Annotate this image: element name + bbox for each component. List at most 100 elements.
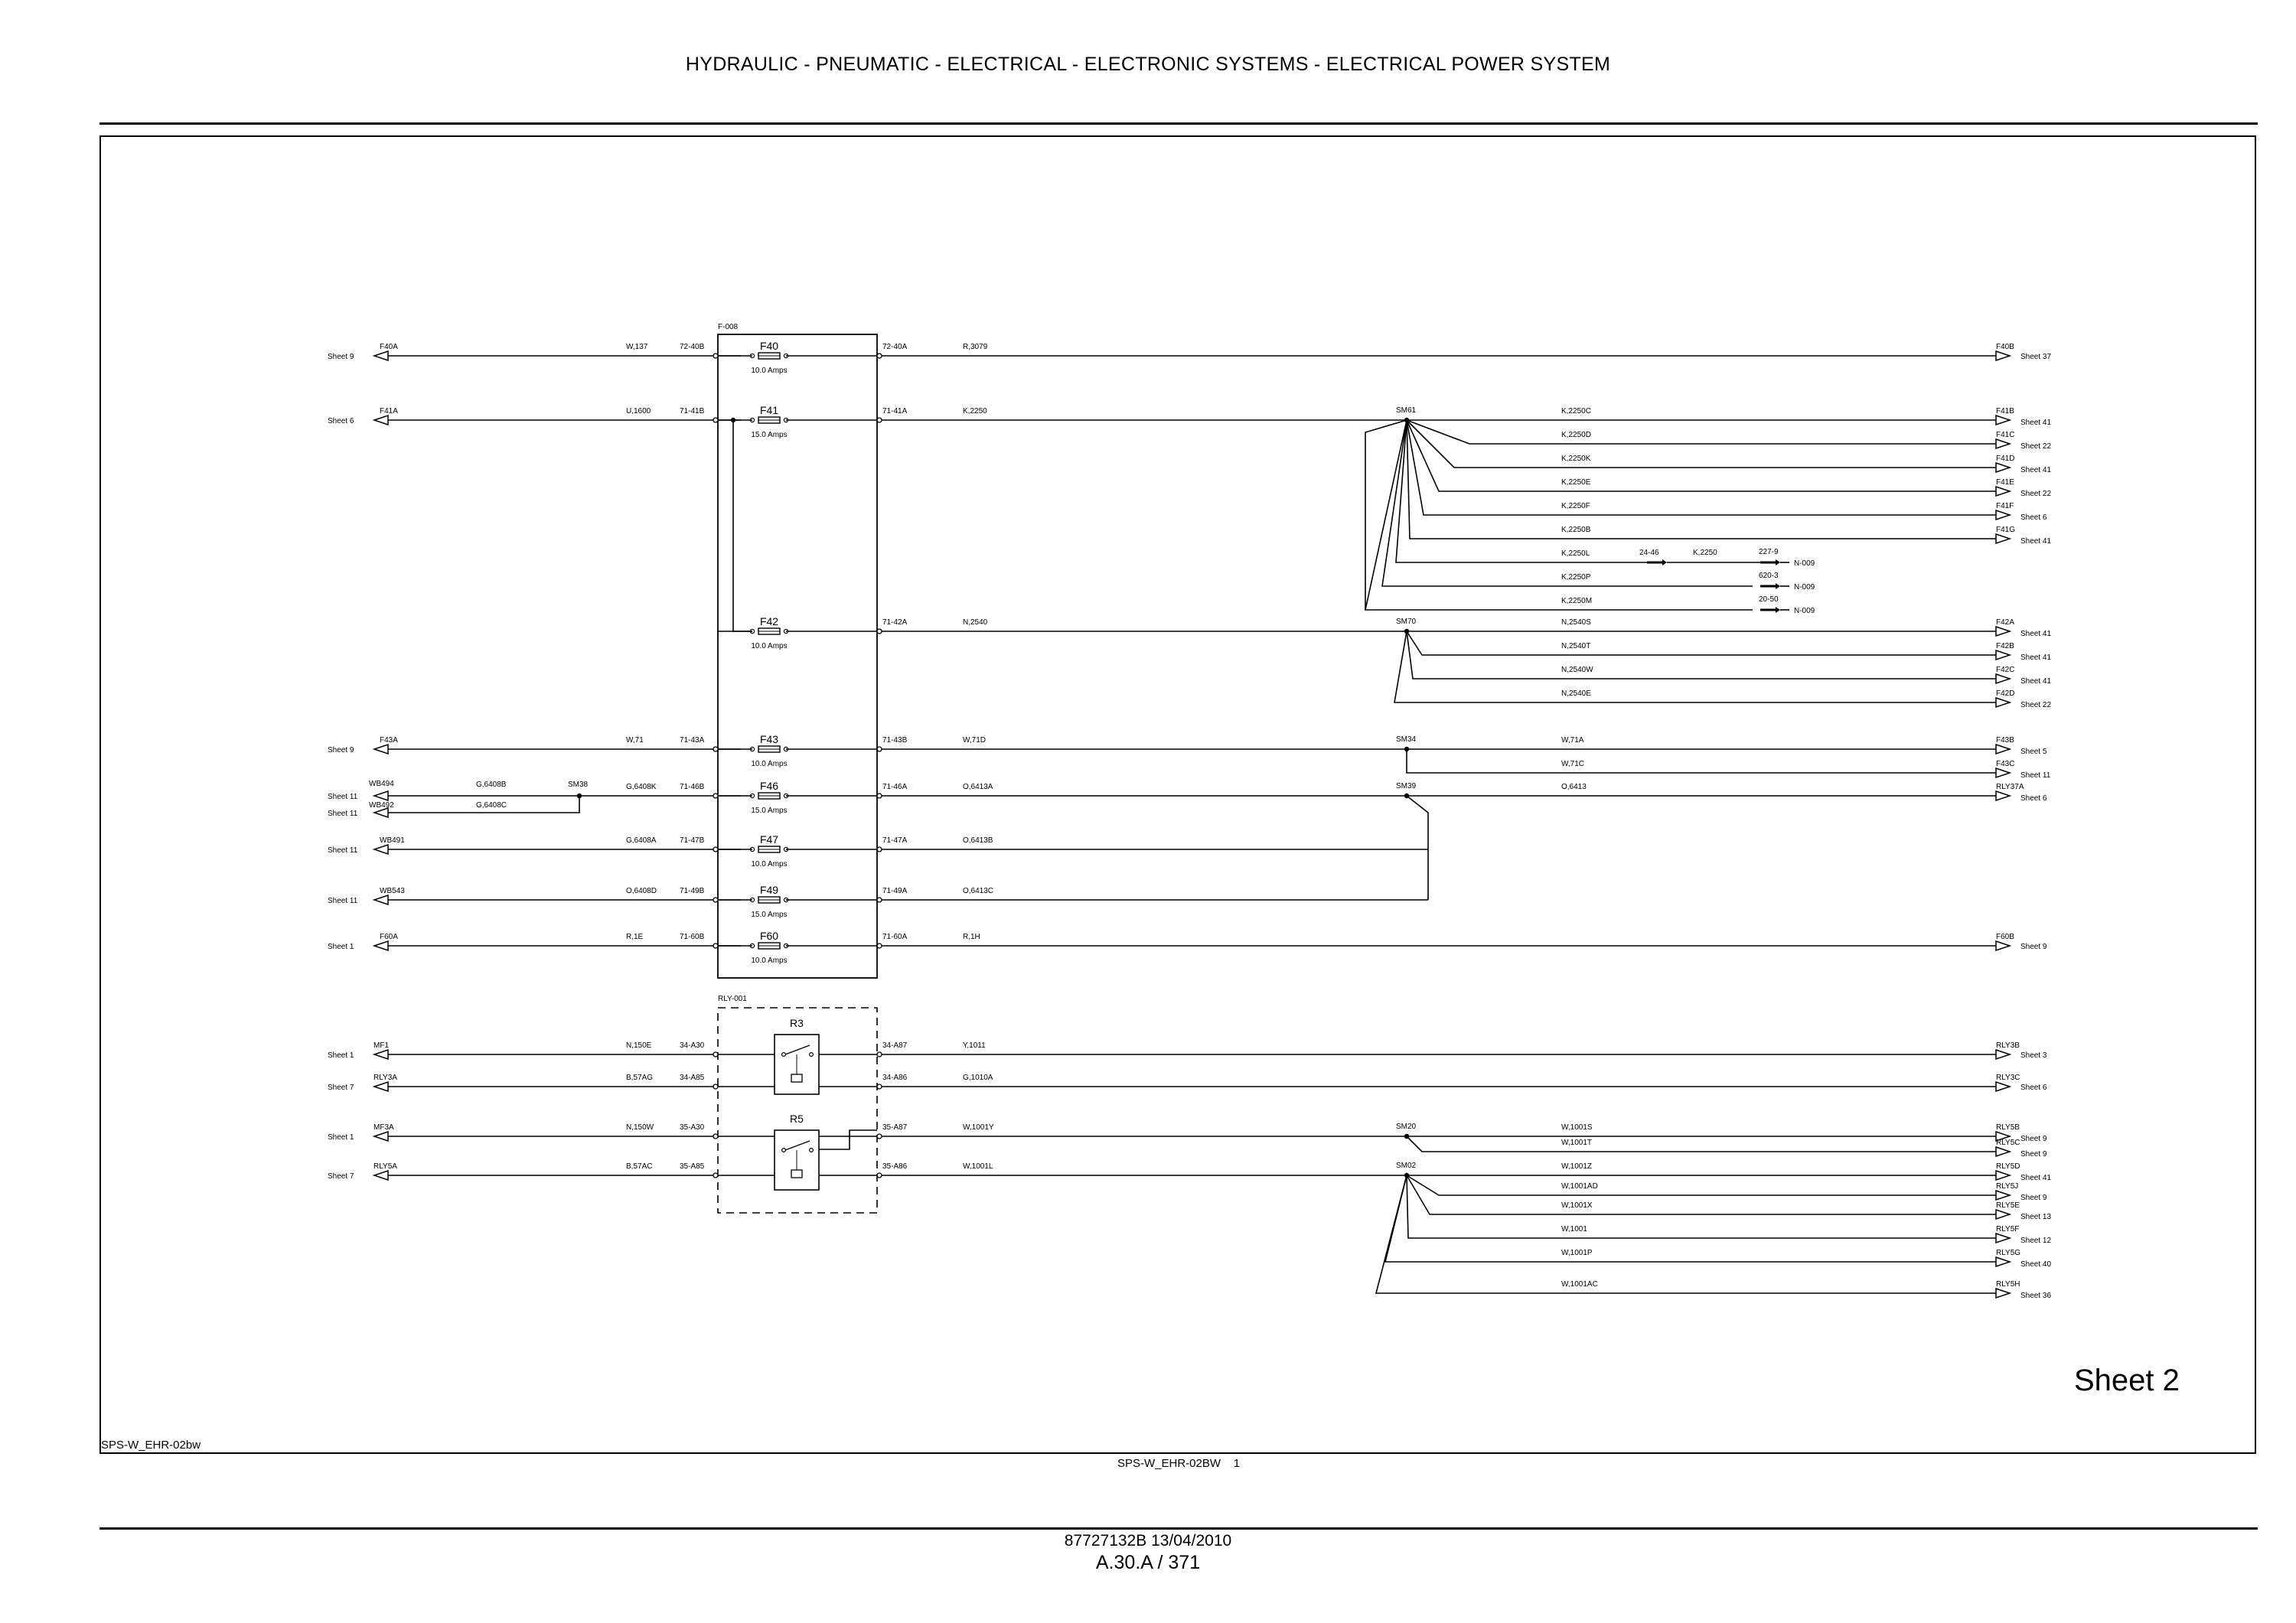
branch-wire-label: K,2250B	[1561, 526, 1591, 534]
splice-branch-wire	[1406, 1136, 1996, 1152]
fuse-rating: 15.0 Amps	[751, 807, 787, 815]
branch-wire-label: W,1001X	[1561, 1201, 1593, 1210]
terminal	[713, 793, 719, 799]
dest-connector: RLY5E	[1996, 1201, 2020, 1210]
dest-sheet-ref: Sheet 5	[2020, 748, 2047, 756]
source-sheet-ref: Sheet 6	[328, 417, 354, 425]
splice-branch-wire	[1406, 1175, 1996, 1196]
terminal	[713, 897, 719, 903]
dest-connector: RLY5B	[1996, 1123, 2020, 1132]
source-sheet-ref: Sheet 1	[328, 943, 354, 951]
relay-output-terminal: 35-A86	[882, 1162, 908, 1171]
relay-input-terminal: 34-A85	[680, 1074, 705, 1082]
source-connector: WB494	[369, 780, 394, 788]
source-arrow-icon	[372, 1048, 389, 1061]
dest-arrow-icon	[1995, 625, 2012, 637]
splice-branch-wire	[1375, 1175, 1996, 1294]
source-connector: F40A	[380, 343, 398, 351]
terminal	[876, 846, 882, 852]
dest-connector: F43B	[1996, 736, 2014, 745]
dest-sheet-ref: Sheet 9	[2020, 1194, 2047, 1202]
terminal	[713, 1084, 719, 1090]
dest-sheet-ref: Sheet 11	[2020, 771, 2051, 780]
source-arrow-icon	[372, 1080, 389, 1093]
dest-connector: F41G	[1996, 526, 2015, 534]
source-connector: F60A	[380, 933, 398, 941]
relay-contact-point	[808, 1051, 814, 1057]
dest-sheet-ref: Sheet 12	[2020, 1237, 2051, 1245]
input-wire-label: U,1600	[626, 407, 651, 416]
dest-sheet-ref: Sheet 41	[2020, 630, 2051, 638]
dest-sheet-ref: Sheet 22	[2020, 442, 2051, 451]
branch-wire-label: K,2250D	[1561, 431, 1591, 439]
branch-wire-label: K,2250	[1693, 549, 1717, 557]
output-wire-label: O,6413C	[963, 887, 993, 895]
dest-sheet-ref: Sheet 6	[2020, 513, 2047, 522]
dest-arrow-icon	[1995, 743, 2012, 755]
dest-arrow-icon	[1995, 461, 2012, 474]
input-wire-label: W,137	[626, 343, 648, 351]
fuse-rating: 15.0 Amps	[751, 431, 787, 439]
source-connector: WB492	[369, 801, 394, 810]
splice-label: SM34	[1396, 735, 1417, 744]
dest-arrow-icon	[1995, 1208, 2012, 1221]
output-wire-label: R,3079	[963, 343, 988, 351]
dest-connector: F42B	[1996, 642, 2014, 650]
splice-branch-wire	[1406, 419, 1996, 516]
relay-block-rly001	[717, 1007, 878, 1214]
branch-wire-label: K,2250E	[1561, 478, 1591, 487]
branch-wire-label: W,1001S	[1561, 1123, 1593, 1132]
drawing-frame	[99, 135, 2256, 1454]
relay-output-terminal: 34-A87	[882, 1041, 908, 1050]
output-wire-label: Y,1011	[963, 1041, 986, 1050]
fuse-rating: 15.0 Amps	[751, 911, 787, 919]
splice-label: SM39	[1396, 782, 1417, 790]
fuse-input-terminal: 71-43A	[680, 736, 705, 745]
branch-wire-label: W,1001P	[1561, 1249, 1593, 1257]
splice-branch-wire	[1406, 419, 1996, 445]
fuse-name: F41	[760, 404, 778, 416]
dest-sheet-ref: Sheet 36	[2020, 1292, 2051, 1300]
footer-code: 87727132B 13/04/2010	[1064, 1532, 1232, 1550]
source-arrow-icon	[372, 1169, 389, 1181]
source-connector: RLY3A	[373, 1074, 397, 1082]
dest-connector: RLY5F	[1996, 1225, 2019, 1234]
connector-pin-icon	[1776, 559, 1780, 565]
source-sheet-ref: Sheet 11	[328, 810, 358, 818]
fuse-name: F40	[760, 340, 778, 352]
relay-contact	[784, 1045, 810, 1055]
branch-wire-label: K,2250M	[1561, 597, 1592, 605]
dest-arrow-icon	[1995, 509, 2012, 521]
terminal	[713, 353, 719, 359]
footer-page-number: A.30.A / 371	[1095, 1552, 1201, 1573]
source-sheet-ref: Sheet 11	[328, 897, 358, 905]
dest-arrow-icon	[1995, 1146, 2012, 1158]
input-wire-label: G,6408K	[626, 783, 657, 791]
drawing-ref-id: SPS-W_EHR-02BW	[1117, 1457, 1221, 1470]
fuse-output-terminal: 71-42A	[882, 618, 908, 627]
dest-connector: F41B	[1996, 407, 2014, 416]
connector-pin-icon	[1776, 607, 1780, 613]
relay-contact-point	[781, 1051, 786, 1057]
dest-connector: F42D	[1996, 689, 2014, 698]
connector-pin-icon	[1776, 583, 1780, 589]
dest-arrow-icon	[1995, 1080, 2012, 1093]
source-arrow-icon	[372, 894, 389, 906]
relay-output-terminal: 35-A87	[882, 1123, 908, 1132]
input-wire-label: B,57AC	[626, 1162, 652, 1171]
fuse-rating: 10.0 Amps	[751, 957, 787, 965]
sheet-label: Sheet 2	[2074, 1364, 2180, 1397]
branch-wire-label: N,2540S	[1561, 618, 1591, 627]
dest-connector: F43C	[1996, 760, 2014, 768]
relay-coil-icon	[791, 1169, 803, 1178]
source-arrow-icon	[372, 1130, 389, 1142]
splice-branch-wire	[1406, 419, 1996, 492]
branch-wire-label: K,2250P	[1561, 573, 1591, 582]
dest-sheet-ref: Sheet 9	[2020, 943, 2047, 951]
dest-module: N-009	[1794, 559, 1815, 568]
dest-sheet-ref: Sheet 6	[2020, 794, 2047, 803]
source-connector: F41A	[380, 407, 398, 416]
fuse-output-terminal: 71-43B	[882, 736, 908, 745]
fuse-output-terminal: 71-60A	[882, 933, 908, 941]
dest-arrow-icon	[1995, 696, 2012, 709]
